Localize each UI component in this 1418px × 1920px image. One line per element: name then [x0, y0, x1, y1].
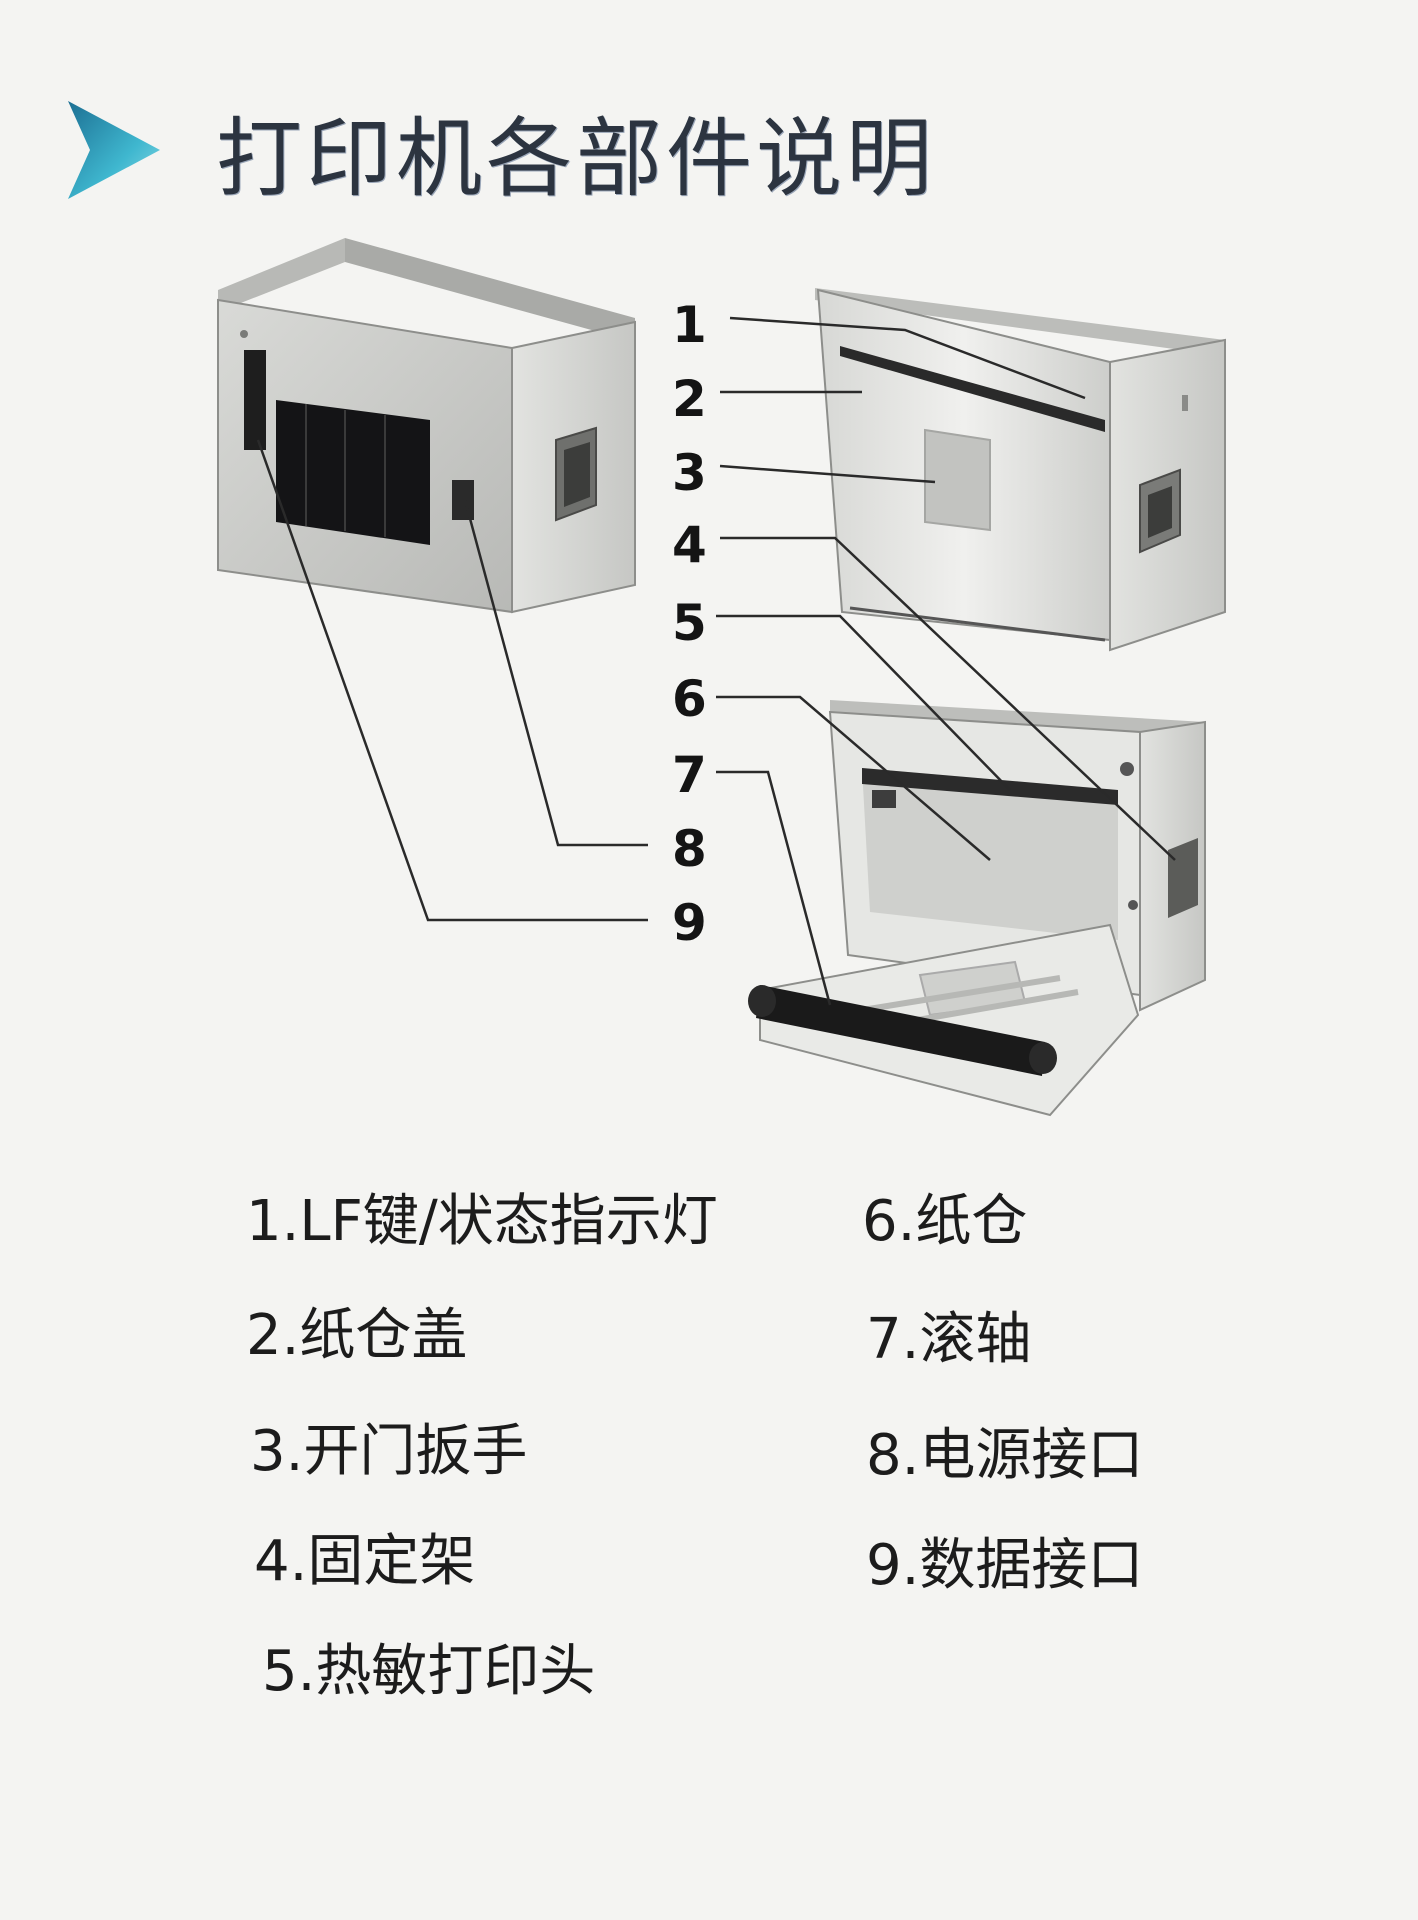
leader-line-8	[463, 499, 648, 847]
callout-number-4: 4	[672, 516, 707, 574]
leader-line-4	[720, 536, 1176, 861]
printer-front-closed-view	[815, 288, 1226, 652]
chevron-right-icon	[68, 101, 160, 199]
page-header: 打印机各部件说明	[60, 95, 936, 209]
leader-line-5	[716, 614, 1011, 791]
callout-number-8: 8	[672, 820, 707, 878]
callout-number-5: 5	[672, 594, 707, 652]
leader-line-3	[719, 464, 936, 484]
callout-number-3: 3	[672, 444, 707, 502]
leader-line-7	[716, 770, 832, 1006]
leader-line-6	[716, 695, 991, 861]
printer-open-view	[748, 700, 1206, 1117]
callout-number-7: 7	[672, 746, 707, 804]
callout-number-1: 1	[672, 296, 707, 354]
callout-number-9: 9	[672, 894, 707, 952]
callout-numbers: 1 2 3 4 5 6 7 8 9	[672, 296, 707, 952]
leader-line-1	[729, 316, 1086, 400]
callout-number-6: 6	[672, 670, 707, 728]
leader-line-9	[256, 439, 648, 922]
page-title: 打印机各部件说明	[216, 108, 936, 209]
printer-rear-view	[217, 238, 636, 614]
callout-number-2: 2	[672, 370, 707, 428]
callout-leader-lines	[256, 316, 1176, 1006]
